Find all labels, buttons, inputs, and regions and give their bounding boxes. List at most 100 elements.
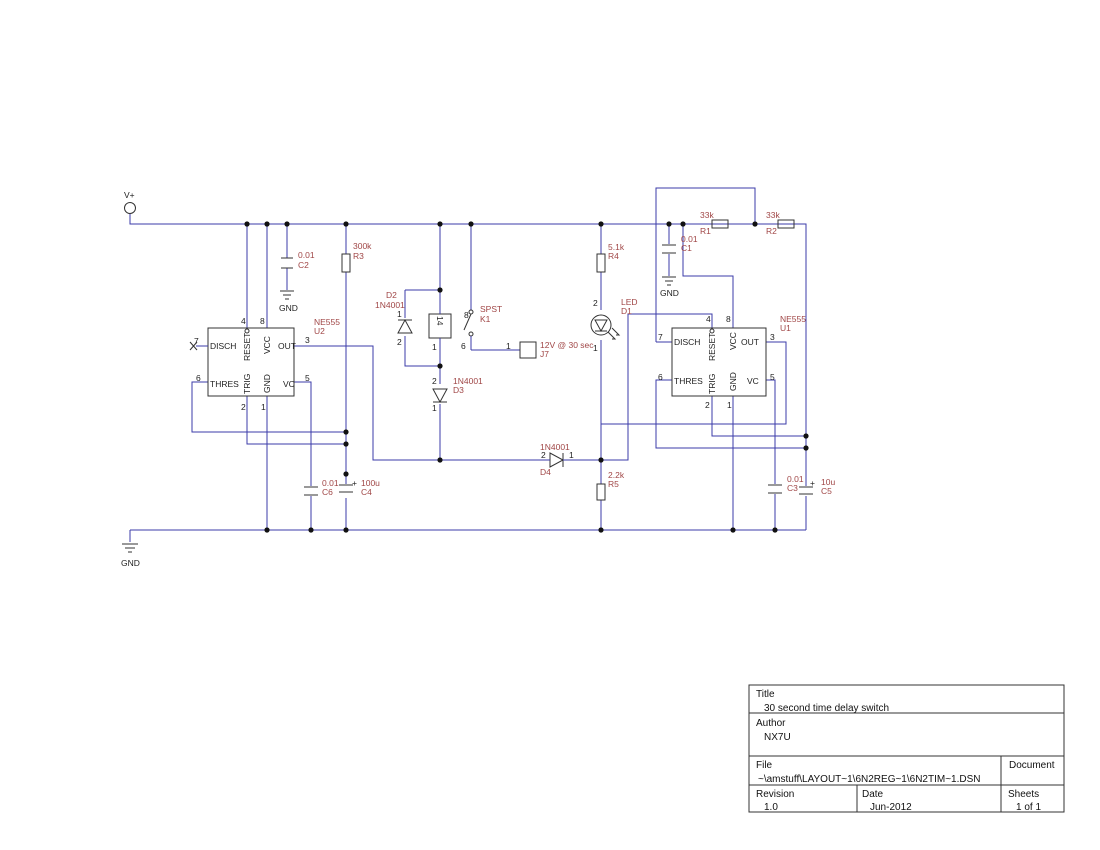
svg-text:DISCH: DISCH bbox=[210, 341, 236, 351]
connector-j7: 1 12V @ 30 sec J7 bbox=[506, 340, 594, 359]
svg-text:LED: LED bbox=[621, 297, 638, 307]
resistor-r4: 5.1k R4 bbox=[596, 242, 625, 273]
svg-text:VC: VC bbox=[747, 376, 759, 386]
svg-text:RESET: RESET bbox=[242, 333, 252, 361]
svg-text:1: 1 bbox=[506, 341, 511, 351]
u1-ne555: DISCH OUT THRES VC RESET VCC TRIG GND 7 … bbox=[658, 314, 806, 410]
svg-text:33k: 33k bbox=[766, 210, 780, 220]
svg-text:VC: VC bbox=[283, 379, 295, 389]
diode-d2: D2 1N4001 1 2 bbox=[375, 290, 413, 347]
svg-text:C3: C3 bbox=[787, 483, 798, 493]
svg-text:NE555: NE555 bbox=[314, 317, 340, 327]
svg-text:~\amstuff\LAYOUT~1\6N2REG~1\6N: ~\amstuff\LAYOUT~1\6N2REG~1\6N2TIM~1.DSN bbox=[758, 774, 981, 785]
svg-text:1: 1 bbox=[432, 342, 437, 352]
svg-text:C4: C4 bbox=[361, 487, 372, 497]
svg-text:3: 3 bbox=[770, 332, 775, 342]
led-d1: 2 1 LED D1 bbox=[590, 297, 638, 353]
svg-text:R2: R2 bbox=[766, 226, 777, 236]
svg-text:4: 4 bbox=[706, 314, 711, 324]
svg-text:1: 1 bbox=[397, 309, 402, 319]
svg-text:RESET: RESET bbox=[707, 333, 717, 361]
svg-text:300k: 300k bbox=[353, 241, 372, 251]
svg-text:GND: GND bbox=[728, 372, 738, 391]
svg-text:VCC: VCC bbox=[262, 336, 272, 354]
svg-text:TRIG: TRIG bbox=[242, 374, 252, 394]
diode-d4: 1N4001 2 1 D4 bbox=[530, 442, 584, 477]
svg-text:DISCH: DISCH bbox=[674, 337, 700, 347]
svg-text:TRIG: TRIG bbox=[707, 374, 717, 394]
capacitor-c5: + 10u C5 bbox=[799, 477, 835, 496]
svg-text:2: 2 bbox=[241, 402, 246, 412]
svg-text:GND: GND bbox=[279, 303, 298, 313]
svg-text:C2: C2 bbox=[298, 260, 309, 270]
svg-text:Sheets: Sheets bbox=[1008, 789, 1039, 800]
svg-text:NX7U: NX7U bbox=[764, 732, 791, 743]
capacitor-c6: 0.01 C6 bbox=[304, 478, 339, 497]
svg-text:2: 2 bbox=[432, 376, 437, 386]
capacitor-c4: + 100u C4 bbox=[339, 478, 380, 497]
svg-text:GND: GND bbox=[262, 374, 272, 393]
svg-text:12V @ 30 sec: 12V @ 30 sec bbox=[540, 340, 594, 350]
svg-text:2.2k: 2.2k bbox=[608, 470, 625, 480]
capacitor-c3: 0.01 C3 bbox=[768, 474, 804, 494]
svg-text:2: 2 bbox=[705, 400, 710, 410]
svg-text:GND: GND bbox=[121, 558, 140, 568]
svg-text:R4: R4 bbox=[608, 251, 619, 261]
diode-d3: 2 1 1N4001 D3 bbox=[432, 376, 483, 413]
svg-text:Author: Author bbox=[756, 718, 786, 729]
svg-text:1: 1 bbox=[593, 343, 598, 353]
svg-text:8: 8 bbox=[260, 316, 265, 326]
svg-text:2: 2 bbox=[541, 450, 546, 460]
svg-text:1 of 1: 1 of 1 bbox=[1016, 802, 1041, 813]
svg-text:5.1k: 5.1k bbox=[608, 242, 625, 252]
svg-text:Jun-2012: Jun-2012 bbox=[870, 802, 912, 813]
resistor-r2: 33k R2 bbox=[766, 210, 795, 236]
svg-text:4: 4 bbox=[241, 316, 246, 326]
svg-text:1: 1 bbox=[261, 402, 266, 412]
svg-text:7: 7 bbox=[658, 332, 663, 342]
svg-text:U1: U1 bbox=[780, 323, 791, 333]
capacitor-c2: 0.01 C2 GND bbox=[279, 250, 315, 313]
svg-text:D3: D3 bbox=[453, 385, 464, 395]
svg-text:14: 14 bbox=[435, 316, 445, 326]
svg-text:2: 2 bbox=[593, 298, 598, 308]
svg-text:10u: 10u bbox=[821, 477, 835, 487]
svg-text:1N4001: 1N4001 bbox=[453, 376, 483, 386]
svg-text:1.0: 1.0 bbox=[764, 802, 778, 813]
svg-text:J7: J7 bbox=[540, 349, 549, 359]
svg-text:1: 1 bbox=[569, 450, 574, 460]
svg-text:0.01: 0.01 bbox=[322, 478, 339, 488]
wires bbox=[129, 187, 807, 542]
svg-text:D2: D2 bbox=[386, 290, 397, 300]
u2-ne555: DISCH OUT THRES VC RESET VCC TRIG GND 7 … bbox=[189, 316, 340, 412]
svg-text:1N4001: 1N4001 bbox=[375, 300, 405, 310]
svg-text:Document: Document bbox=[1009, 760, 1055, 771]
svg-text:R1: R1 bbox=[700, 226, 711, 236]
svg-text:U2: U2 bbox=[314, 326, 325, 336]
svg-text:OUT: OUT bbox=[741, 337, 759, 347]
svg-text:2: 2 bbox=[397, 337, 402, 347]
svg-text:THRES: THRES bbox=[674, 376, 703, 386]
svg-text:33k: 33k bbox=[700, 210, 714, 220]
svg-text:V+: V+ bbox=[124, 190, 135, 200]
svg-text:K1: K1 bbox=[480, 314, 491, 324]
svg-text:6: 6 bbox=[658, 372, 663, 382]
svg-text:0.01: 0.01 bbox=[787, 474, 804, 484]
svg-text:THRES: THRES bbox=[210, 379, 239, 389]
svg-text:File: File bbox=[756, 760, 773, 771]
svg-text:R3: R3 bbox=[353, 251, 364, 261]
resistor-r1: 33k R1 bbox=[700, 210, 729, 236]
svg-text:3: 3 bbox=[305, 335, 310, 345]
svg-text:+: + bbox=[352, 478, 357, 488]
svg-text:100u: 100u bbox=[361, 478, 380, 488]
svg-text:C6: C6 bbox=[322, 487, 333, 497]
svg-text:SPST: SPST bbox=[480, 304, 502, 314]
title-block: Title 30 second time delay switch Author… bbox=[748, 684, 1065, 813]
svg-text:8: 8 bbox=[464, 310, 469, 320]
svg-text:OUT: OUT bbox=[278, 341, 296, 351]
svg-text:GND: GND bbox=[660, 288, 679, 298]
svg-text:6: 6 bbox=[461, 341, 466, 351]
svg-text:R5: R5 bbox=[608, 479, 619, 489]
svg-text:VCC: VCC bbox=[728, 332, 738, 350]
